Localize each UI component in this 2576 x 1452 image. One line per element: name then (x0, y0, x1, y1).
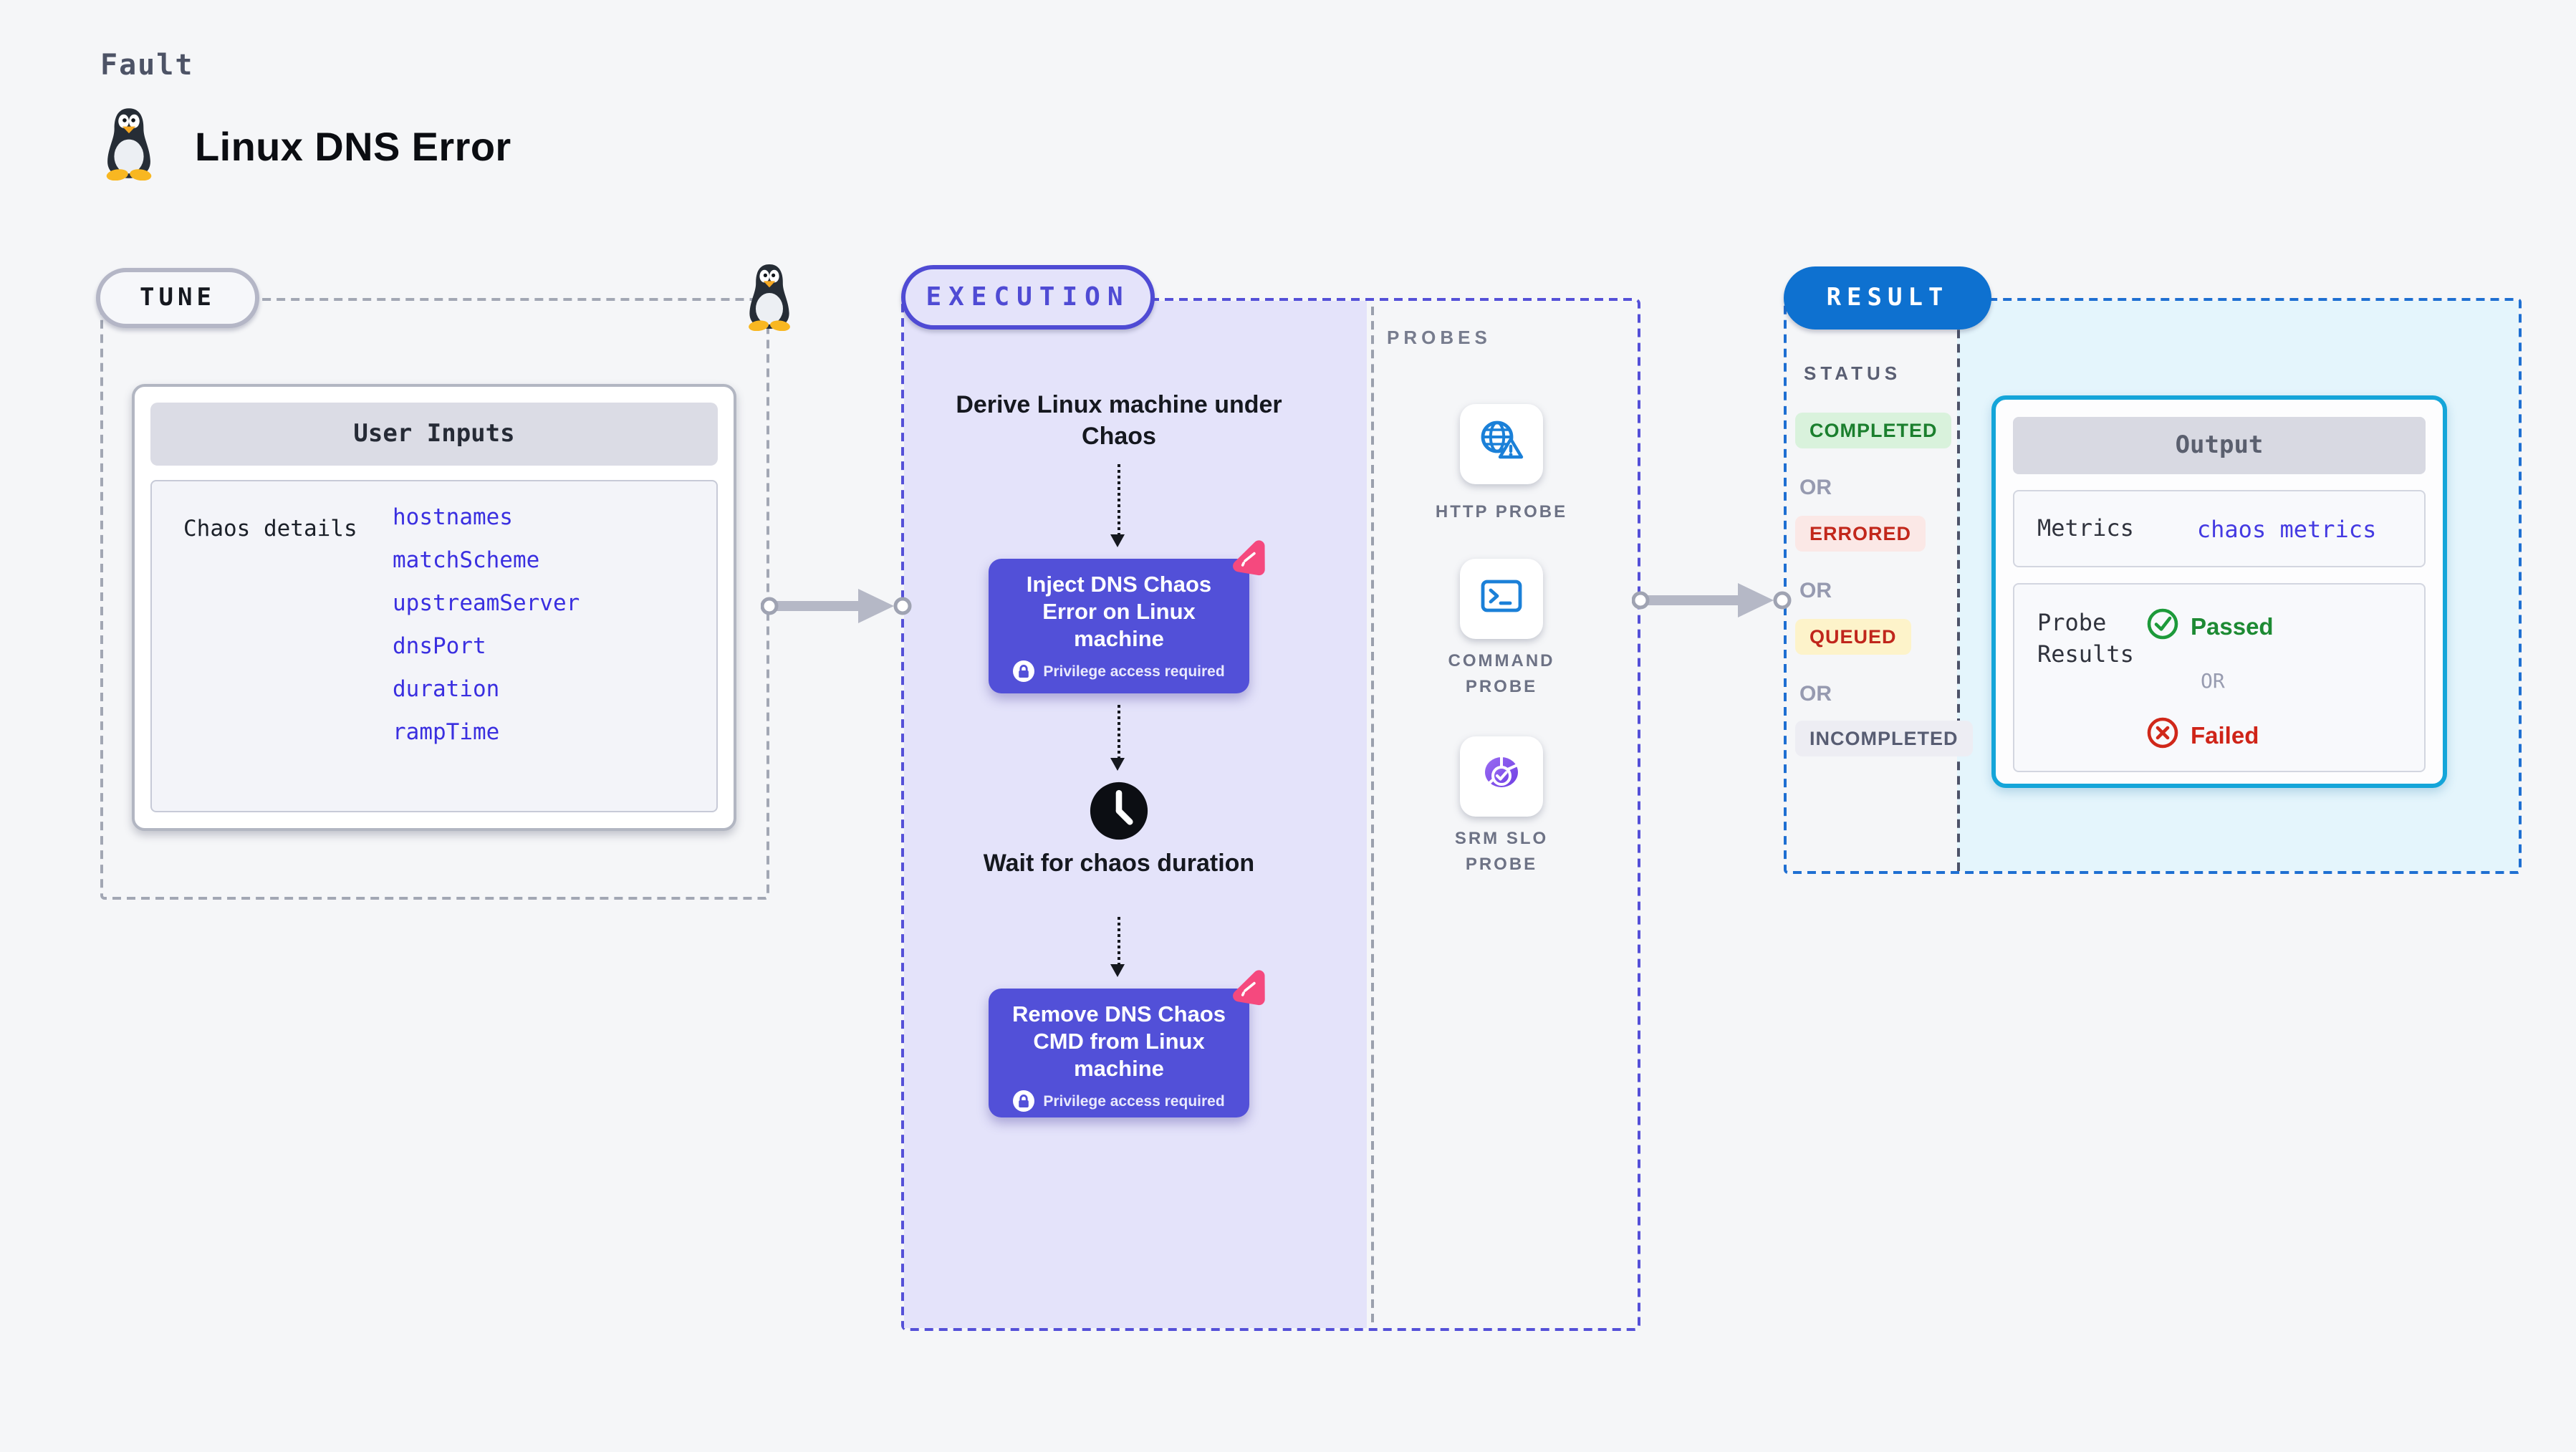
input-upstreamserver: upstreamServer (393, 590, 580, 616)
probe-results-label: Probe Results (2037, 609, 2134, 668)
tune-to-execution-arrow (761, 589, 912, 623)
lock-icon (1013, 660, 1035, 682)
passed-label: Passed (2191, 614, 2274, 640)
user-inputs-body: Chaos details hostnames matchScheme upst… (150, 480, 718, 812)
chaos-details-label: Chaos details (183, 516, 357, 542)
privilege-note-text: Privilege access required (1043, 1092, 1225, 1110)
metrics-value: chaos metrics (2196, 515, 2377, 542)
fault-kicker: Fault (100, 47, 194, 82)
or-separator: OR (1799, 579, 1832, 603)
user-inputs-card: User Inputs Chaos details hostnames matc… (132, 384, 736, 831)
inject-step-label: Inject DNS Chaos Error on Linux machine (1026, 573, 1212, 652)
status-queued-badge: QUEUED (1795, 619, 1911, 655)
or-separator: OR (1799, 682, 1832, 706)
chaos-pink-icon (1229, 539, 1268, 585)
tux-penguin-icon (744, 262, 795, 338)
remove-step-label: Remove DNS Chaos CMD from Linux machine (1011, 1003, 1226, 1082)
privilege-note-text: Privilege access required (1043, 663, 1225, 680)
tux-penguin-icon (100, 106, 158, 188)
status-incompleted-badge: INCOMPLETED (1795, 721, 1973, 756)
probes-divider (1371, 307, 1374, 1322)
privilege-note: Privilege access required (1003, 1090, 1235, 1112)
status-completed-badge: COMPLETED (1795, 413, 1952, 448)
result-badge: RESULT (1784, 266, 1991, 330)
srm-slo-probe-label: SRM SLO PROBE (1454, 828, 1549, 874)
globe-alert-icon (1477, 418, 1526, 471)
failed-label: Failed (2191, 723, 2259, 749)
command-probe-card (1460, 559, 1543, 639)
page-header: Linux DNS Error (100, 106, 511, 188)
flow-connector (1110, 917, 1125, 977)
input-dnsport: dnsPort (393, 633, 486, 659)
x-circle-icon (2146, 716, 2179, 756)
probe-results-row: Probe Results Passed OR (2013, 583, 2426, 772)
remove-chaos-node: Remove DNS Chaos CMD from Linux machine … (989, 970, 1265, 1117)
clock-icon (1089, 781, 1149, 848)
wait-step-text: Wait for chaos duration (983, 850, 1255, 877)
derive-step-text: Derive Linux machine under Chaos (956, 391, 1282, 450)
http-probe-label: HTTP PROBE (1435, 501, 1568, 521)
tune-badge: TUNE (96, 268, 259, 328)
passed-verdict: Passed (2146, 607, 2274, 648)
chaos-input-list: hostnames matchScheme upstreamServer dns… (393, 504, 580, 745)
execution-to-result-arrow (1632, 583, 1792, 617)
page-title: Linux DNS Error (195, 124, 511, 168)
command-probe-label: COMMAND PROBE (1448, 650, 1555, 696)
flow-connector (1110, 464, 1125, 547)
lock-icon (1013, 1090, 1035, 1112)
status-errored-badge: ERRORED (1795, 516, 1926, 552)
metrics-label: Metrics (2037, 514, 2134, 542)
failed-verdict: Failed (2146, 716, 2259, 756)
http-probe-card (1460, 404, 1543, 484)
execution-badge: EXECUTION (901, 265, 1155, 330)
input-hostnames: hostnames (393, 504, 513, 530)
inject-chaos-node: Inject DNS Chaos Error on Linux machine … (989, 540, 1265, 693)
srm-slo-probe-card (1460, 736, 1543, 817)
output-card: Output Metrics chaos metrics Probe Resul… (1991, 395, 2447, 788)
input-ramptime: rampTime (393, 719, 500, 745)
privilege-note: Privilege access required (1003, 660, 1235, 682)
or-separator: OR (1799, 476, 1832, 500)
input-matchscheme: matchScheme (393, 547, 540, 573)
output-title: Output (2013, 417, 2426, 474)
chaos-pink-icon (1229, 968, 1268, 1014)
check-circle-icon (2146, 607, 2179, 648)
terminal-icon (1479, 574, 1524, 624)
input-duration: duration (393, 676, 500, 702)
slo-pie-icon (1477, 750, 1526, 803)
flow-connector (1110, 705, 1125, 771)
user-inputs-title: User Inputs (150, 403, 718, 466)
metrics-row: Metrics chaos metrics (2013, 490, 2426, 567)
probes-title: PROBES (1387, 327, 1491, 348)
or-separator: OR (2201, 670, 2225, 693)
status-title: STATUS (1804, 362, 1902, 384)
